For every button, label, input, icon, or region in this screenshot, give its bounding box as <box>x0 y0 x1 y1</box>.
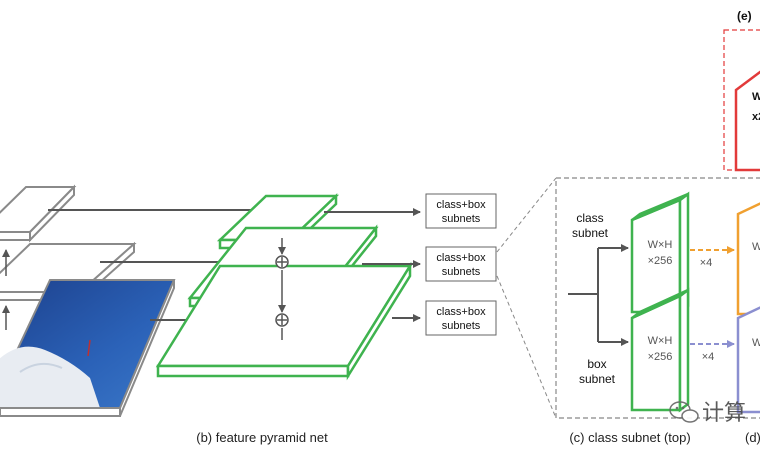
image-snow-region <box>0 346 100 408</box>
subnet-box: class+box subnets <box>425 300 497 336</box>
subnet-box-line1: class+box <box>436 306 486 318</box>
subnet-box-line2: subnets <box>442 320 481 332</box>
zoom-line <box>496 275 557 419</box>
subnet-box-line1: class+box <box>436 199 486 211</box>
panel-e-border <box>723 29 760 171</box>
panel-e-feature <box>734 70 760 172</box>
class-conv-stack-partial: W <box>736 202 760 316</box>
wechat-icon <box>669 401 699 423</box>
box-feature-dim-2: ×256 <box>648 351 673 363</box>
box-feature-dim-1: W×H <box>648 335 673 347</box>
box-conv-partial-text: W <box>752 337 760 349</box>
box-feature-map: W×H ×256 <box>630 287 690 413</box>
subnet-caption-d: (d) <box>745 430 760 445</box>
subnet-box-line2: subnets <box>442 213 481 225</box>
subnet-box: class+box subnets <box>425 193 497 229</box>
class-subnet-label-2: subnet <box>572 226 609 240</box>
backbone-layer-image <box>0 279 176 417</box>
fpn-caption: (b) feature pyramid net <box>196 430 328 445</box>
box-conv-stack-partial: W <box>736 306 760 414</box>
class-subnet-label-1: class <box>576 211 603 225</box>
backbone-layer-top <box>0 184 77 243</box>
subnet-branches <box>568 244 629 346</box>
panel-e-text1: W <box>752 91 760 103</box>
class-feature-map: W×H ×256 <box>630 191 690 315</box>
watermark: 计算 <box>669 400 746 425</box>
box-subnet-label-2: subnet <box>579 372 616 386</box>
box-repeat-label: ×4 <box>702 351 715 363</box>
box-subnet-label-1: box <box>587 357 606 371</box>
class-repeat-label: ×4 <box>700 257 713 269</box>
class-feature-dim-1: W×H <box>648 239 673 251</box>
class-conv-partial-text: W <box>752 241 760 253</box>
subnet-box-line1: class+box <box>436 252 486 264</box>
fpn-output-arrows <box>324 208 421 322</box>
panel-e-text2: x2 <box>752 111 760 123</box>
class-feature-dim-2: ×256 <box>648 255 673 267</box>
panel-e-label: (e) <box>737 9 752 23</box>
subnet-caption: (c) class subnet (top) <box>569 430 690 445</box>
subnet-box: class+box subnets <box>425 246 497 282</box>
zoom-line <box>496 177 557 253</box>
watermark-text: 计算 <box>702 400 746 425</box>
backbone-stack <box>0 184 176 417</box>
subnet-box-line2: subnets <box>442 266 481 278</box>
subnet-panel-border <box>555 177 760 419</box>
fpn-pyramid <box>155 193 413 381</box>
panel-e: (e) W x2 <box>723 9 760 172</box>
